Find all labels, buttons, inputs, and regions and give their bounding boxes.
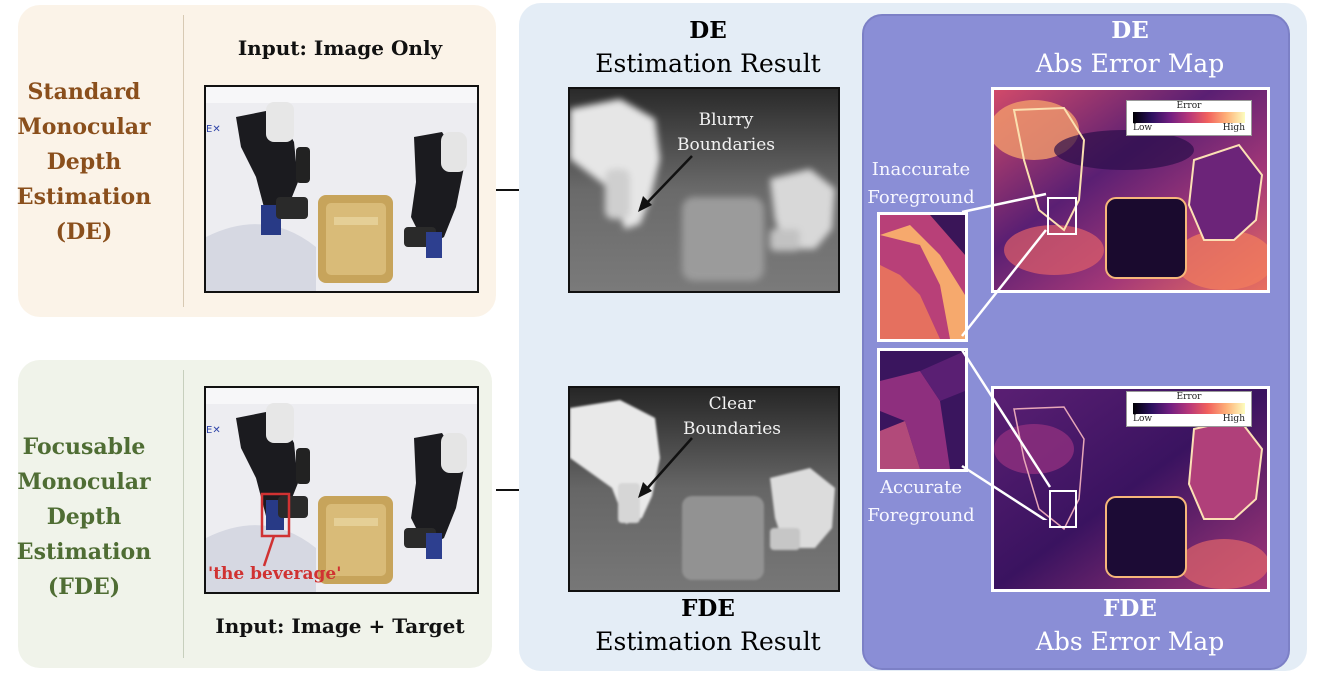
fde-inset-label: Accurate Foreground bbox=[866, 474, 976, 530]
fde-estimation-title: FDE Estimation Result bbox=[568, 594, 848, 660]
de-annotation-line: Blurry bbox=[698, 110, 754, 130]
fde-inset-label-line: Foreground bbox=[867, 505, 975, 526]
fde-depth-map bbox=[568, 386, 840, 592]
de-method-title: Standard Monocular Depth Estimation (DE) bbox=[0, 75, 168, 250]
fde-error-colorbar: Error Low High bbox=[1126, 391, 1252, 427]
fde-method-title: Focusable Monocular Depth Estimation (FD… bbox=[0, 430, 168, 605]
fde-depth-annotation: Clear Boundaries bbox=[662, 392, 802, 442]
fde-estimation-heading: FDE bbox=[681, 595, 735, 622]
fde-annotation-line: Clear bbox=[708, 394, 756, 414]
colorbar-low: Low bbox=[1133, 123, 1153, 133]
svg-text:E✕: E✕ bbox=[206, 425, 221, 436]
de-inset-label: Inaccurate Foreground bbox=[866, 156, 976, 212]
de-error-heading: DE bbox=[1111, 17, 1149, 44]
target-bounding-box bbox=[260, 492, 291, 538]
de-depth-annotation: Blurry Boundaries bbox=[656, 108, 796, 158]
fde-title-line: Depth bbox=[46, 504, 122, 530]
fde-error-subtitle: Abs Error Map bbox=[1035, 627, 1225, 656]
de-estimation-heading: DE bbox=[689, 17, 727, 44]
de-title-line: Standard bbox=[27, 79, 141, 105]
de-input-label: Input: Image Only bbox=[237, 36, 443, 60]
de-inset-label-line: Foreground bbox=[867, 187, 975, 208]
fde-inset-label-line: Accurate bbox=[880, 477, 962, 498]
de-estimation-title: DE Estimation Result bbox=[568, 16, 848, 82]
fde-annotation-arrow bbox=[638, 437, 693, 498]
colorbar-high: High bbox=[1222, 414, 1245, 424]
fde-estimation-subtitle: Estimation Result bbox=[595, 627, 821, 656]
de-error-title: DE Abs Error Map bbox=[990, 16, 1270, 82]
colorbar-gradient bbox=[1133, 403, 1245, 414]
fde-title-line: Estimation bbox=[16, 539, 152, 565]
de-annotation-arrow bbox=[638, 155, 693, 212]
fde-title-line: (FDE) bbox=[47, 574, 121, 600]
fde-input-label: Input: Image + Target bbox=[215, 614, 465, 638]
colorbar-title: Error bbox=[1176, 392, 1202, 402]
de-title-line: Estimation bbox=[16, 184, 152, 210]
de-title-line: Monocular bbox=[17, 114, 151, 140]
fde-error-title: FDE Abs Error Map bbox=[990, 594, 1270, 660]
de-title-line: (DE) bbox=[55, 219, 113, 245]
fde-card-divider bbox=[183, 370, 184, 658]
fde-title-line: Focusable bbox=[22, 434, 146, 460]
fde-annotation-line: Boundaries bbox=[683, 419, 781, 439]
fde-title-line: Monocular bbox=[17, 469, 151, 495]
de-inset-label-line: Inaccurate bbox=[871, 159, 971, 180]
colorbar-low: Low bbox=[1133, 414, 1153, 424]
de-depth-map bbox=[568, 87, 840, 293]
target-pointer-line bbox=[262, 535, 276, 567]
zoom-connectors bbox=[960, 192, 1052, 520]
fde-error-heading: FDE bbox=[1103, 595, 1157, 622]
fde-input-photo: E✕ bbox=[204, 386, 479, 594]
de-annotation-line: Boundaries bbox=[677, 135, 775, 155]
colorbar-title: Error bbox=[1176, 101, 1202, 111]
target-label: 'the beverage' bbox=[208, 564, 342, 584]
de-error-subtitle: Abs Error Map bbox=[1035, 49, 1225, 78]
de-error-inset bbox=[877, 212, 968, 342]
de-title-line: Depth bbox=[46, 149, 122, 175]
de-error-colorbar: Error Low High bbox=[1126, 100, 1252, 136]
de-card-divider bbox=[183, 15, 184, 307]
svg-text:E✕: E✕ bbox=[206, 124, 221, 135]
colorbar-gradient bbox=[1133, 112, 1245, 123]
colorbar-high: High bbox=[1222, 123, 1245, 133]
de-estimation-subtitle: Estimation Result bbox=[595, 49, 821, 78]
fde-error-inset bbox=[877, 348, 968, 472]
de-input-photo: E✕ bbox=[204, 85, 479, 293]
